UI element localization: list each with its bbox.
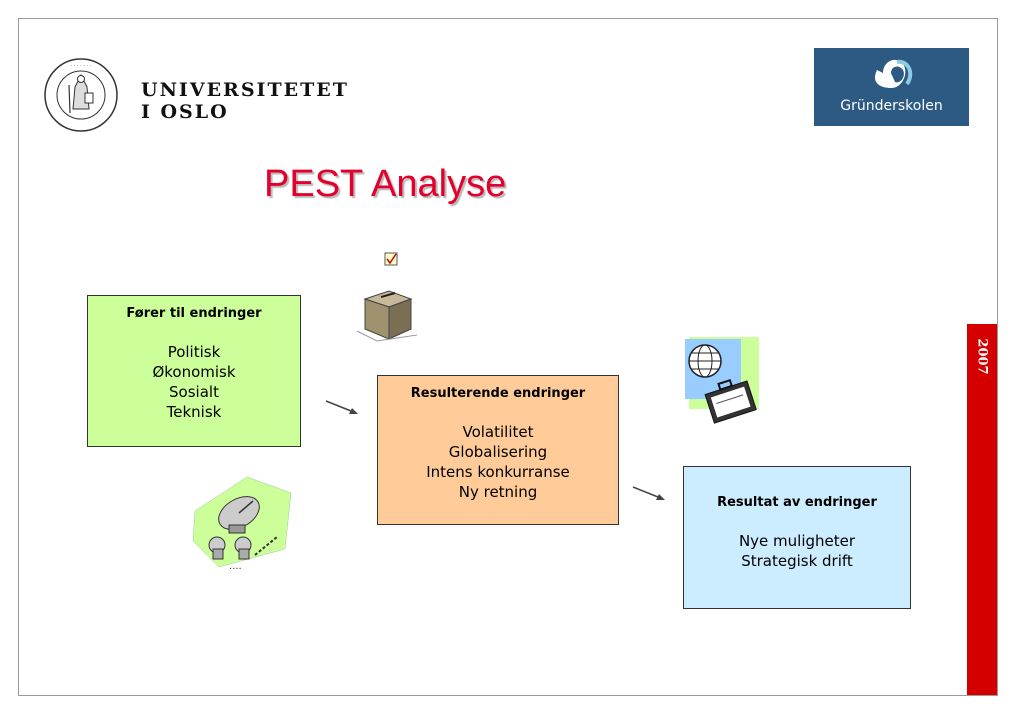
list-item: Nye muligheter: [738, 532, 856, 550]
list-item: Strategisk drift: [741, 552, 853, 570]
list-item: Teknisk: [166, 403, 222, 421]
svg-text:· · · · · · ·: · · · · · · ·: [71, 63, 92, 69]
year-badge: 2007: [969, 331, 995, 381]
results-heading: Resultat av endringer: [717, 495, 877, 510]
list-item: Sosialt: [169, 383, 219, 401]
changes-heading: Resulterende endringer: [410, 386, 586, 401]
changes-box: Resulterende endringer Volatilitet Globa…: [377, 375, 619, 525]
university-name-line2: I OSLO: [141, 101, 229, 123]
arrow-icon: [632, 486, 665, 500]
arrow-icon: [325, 400, 358, 414]
gründerskolen-logo-icon: [874, 59, 913, 88]
year-badge-text: 2007: [974, 337, 990, 375]
slide-title: PEST Analyse: [264, 163, 507, 205]
satellite-dish-icon: ....: [192, 476, 292, 571]
slide: · · · · · · · UNIVERSITETET I OSLO Gründ…: [18, 18, 998, 696]
partner-logo: Gründerskolen: [814, 48, 969, 126]
university-seal-icon: · · · · · · ·: [44, 58, 118, 132]
svg-text:....: ....: [229, 561, 242, 571]
list-item: Intens konkurranse: [426, 463, 570, 481]
list-item: Ny retning: [458, 483, 538, 501]
university-name-line1: UNIVERSITETET: [141, 79, 349, 101]
drivers-box: Fører til endringer Politisk Økonomisk S…: [87, 295, 301, 447]
partner-logo-text: Gründerskolen: [840, 98, 943, 114]
results-box: Resultat av endringer Nye muligheter Str…: [683, 466, 911, 609]
list-item: Økonomisk: [152, 363, 236, 381]
university-name: UNIVERSITETET I OSLO: [141, 79, 349, 123]
drivers-heading: Fører til endringer: [126, 306, 262, 321]
side-bar: [967, 324, 997, 695]
list-item: Volatilitet: [462, 423, 534, 441]
globe-briefcase-icon: [685, 337, 759, 424]
list-item: Politisk: [167, 343, 221, 361]
list-item: Globalisering: [448, 443, 548, 461]
ballot-box-icon: [356, 252, 418, 342]
